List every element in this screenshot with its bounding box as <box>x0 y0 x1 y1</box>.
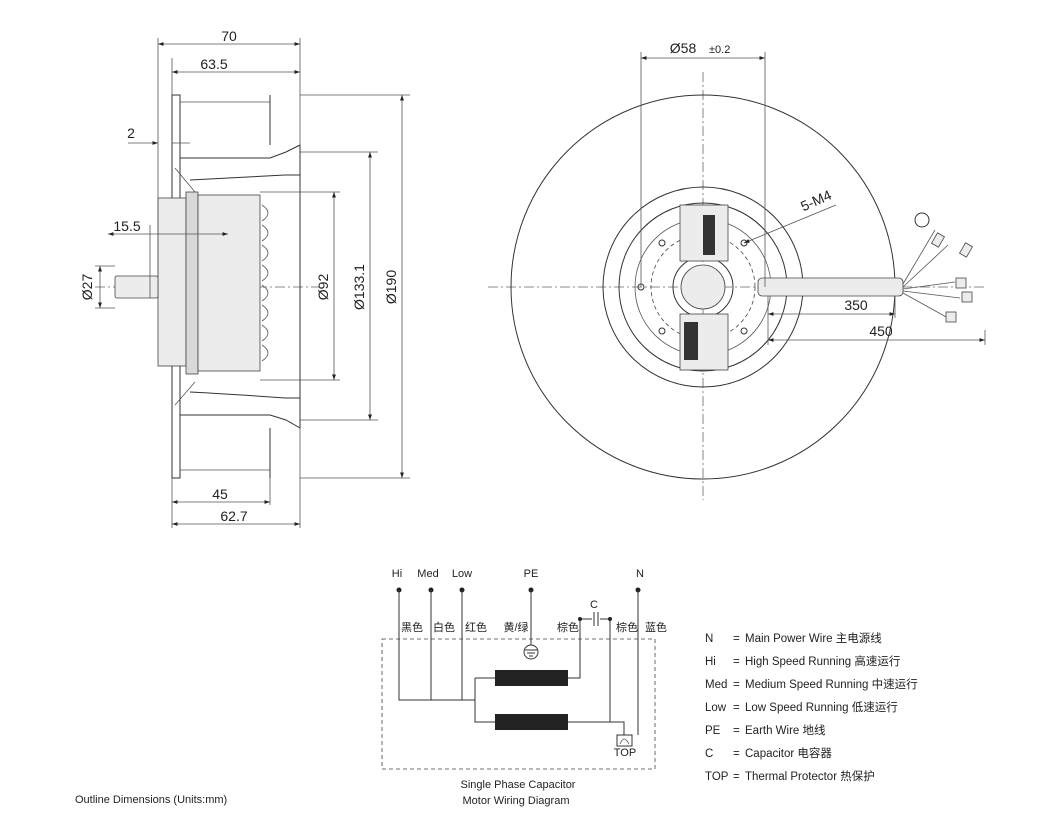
capacitor-label: C <box>590 599 598 611</box>
legend-text: Capacitor 电容器 <box>745 746 832 760</box>
legend-equals: = <box>733 725 740 737</box>
legend-equals: = <box>733 633 740 645</box>
dim-70: 70 <box>221 28 237 44</box>
dim-63-5: 63.5 <box>200 56 227 72</box>
wire-color-yellow-green: 黄/绿 <box>503 620 528 634</box>
side-view: 70 63.5 2 15.5 Ø27 Ø92 Ø133.1 Ø190 45 62… <box>79 28 410 528</box>
legend-equals: = <box>733 656 740 668</box>
legend-text: Medium Speed Running 中速运行 <box>745 678 918 691</box>
wire-color-blue: 蓝色 <box>645 620 667 634</box>
dim-350: 350 <box>844 297 868 313</box>
legend-key: Hi <box>705 656 716 668</box>
dim-92: Ø92 <box>315 274 331 301</box>
wire-color-brown-1: 棕色 <box>557 620 579 634</box>
dim-58-tolerance: ±0.2 <box>709 44 730 56</box>
wire-color-brown-2: 棕色 <box>616 620 638 634</box>
legend-equals: = <box>733 679 740 691</box>
legend-text: Thermal Protector 热保护 <box>745 769 875 783</box>
legend-equals: = <box>733 771 740 783</box>
terminal-med: Med <box>417 568 438 580</box>
wire-color-white: 白色 <box>433 620 455 634</box>
legend-key: TOP <box>705 771 729 783</box>
label-5-m4: 5-M4 <box>798 187 834 215</box>
terminal-low: Low <box>452 568 472 580</box>
front-view: Ø58 ±0.2 5-M4 350 450 <box>488 40 986 500</box>
legend-text: Main Power Wire 主电源线 <box>745 631 882 645</box>
dim-27: Ø27 <box>79 274 95 301</box>
wire-color-black: 黑色 <box>401 620 423 634</box>
dim-2: 2 <box>127 125 135 141</box>
wiring-title-line-2: Motor Wiring Diagram <box>463 795 570 807</box>
dim-62-7: 62.7 <box>220 508 247 524</box>
legend-key: N <box>705 633 713 645</box>
legend-key: Med <box>705 679 727 691</box>
terminal-pe: PE <box>524 568 539 580</box>
wiring-diagram: Hi Med Low PE N C <box>381 568 667 807</box>
dim-58: Ø58 <box>670 40 697 56</box>
legend-key: C <box>705 748 713 760</box>
legend-text: Earth Wire 地线 <box>745 723 826 737</box>
legend-text: High Speed Running 高速运行 <box>745 654 900 668</box>
terminal-n: N <box>636 568 644 580</box>
terminal-hi: Hi <box>392 568 402 580</box>
legend-text: Low Speed Running 低速运行 <box>745 701 898 714</box>
wiring-title-line-1: Single Phase Capacitor <box>461 779 576 791</box>
dim-45: 45 <box>212 486 228 502</box>
thermal-protector-label: TOP <box>614 747 636 759</box>
dim-133-1: Ø133.1 <box>351 264 367 310</box>
legend-equals: = <box>733 748 740 760</box>
dim-450: 450 <box>869 323 893 339</box>
dim-15-5: 15.5 <box>113 218 140 234</box>
legend-key: PE <box>705 725 721 737</box>
wire-color-red: 红色 <box>465 620 487 634</box>
legend-equals: = <box>733 702 740 714</box>
legend-key: Low <box>705 702 727 714</box>
dim-190: Ø190 <box>383 270 399 304</box>
footer-units-note: Outline Dimensions (Units:mm) <box>75 794 227 806</box>
legend: N = Main Power Wire 主电源线 Hi = High Speed Runn… <box>705 631 918 783</box>
